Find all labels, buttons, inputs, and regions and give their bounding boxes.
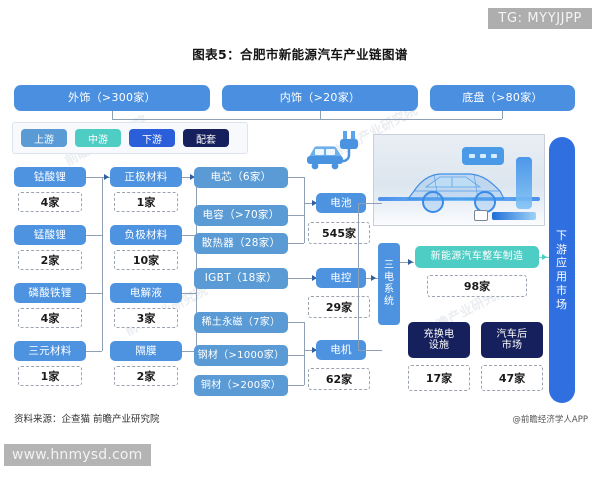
legend-item-support[interactable]: 配套	[183, 129, 229, 147]
connector	[358, 203, 359, 350]
ev-charging-photo	[373, 134, 545, 226]
arrow-icon	[312, 274, 317, 281]
connector	[288, 177, 304, 178]
node-lithium-iron-phosphate[interactable]: 磷酸铁锂	[14, 283, 86, 303]
node-lithium-manganate[interactable]: 锰酸锂	[14, 225, 86, 245]
node-ternary-material[interactable]: 三元材料	[14, 341, 86, 361]
count-anode-material: 10家	[114, 250, 178, 270]
connector	[502, 111, 503, 119]
count-electrolyte: 3家	[114, 308, 178, 328]
count-auto-aftermarket: 47家	[481, 365, 543, 391]
connector	[86, 351, 102, 352]
node-electrolyte[interactable]: 电解液	[110, 283, 182, 303]
downstream-application-market-bar[interactable]: 下游应用市场	[549, 137, 575, 403]
node-lithium-cobaltate[interactable]: 钴酸锂	[14, 167, 86, 187]
node-capacitor[interactable]: 电容（>70家）	[194, 205, 288, 226]
connector	[304, 203, 318, 204]
connector	[320, 111, 321, 119]
top-bar-chassis[interactable]: 底盘（>80家）	[430, 85, 575, 111]
electric-vehicle-icon	[303, 125, 365, 175]
connector	[400, 262, 414, 263]
node-motor[interactable]: 电机	[316, 340, 366, 360]
node-auto-aftermarket[interactable]: 汽车后市场	[481, 322, 543, 358]
legend-item-midstream[interactable]: 中游	[75, 129, 121, 147]
node-charging-facilities[interactable]: 充换电设施	[408, 322, 470, 358]
arrow-icon	[312, 199, 317, 206]
count-motor: 62家	[308, 368, 370, 390]
legend: 上游 中游 下游 配套	[12, 122, 248, 154]
node-separator[interactable]: 隔膜	[110, 341, 182, 361]
connector	[358, 203, 366, 204]
node-motor-controller[interactable]: 电控	[316, 268, 366, 288]
arrow-icon	[312, 346, 317, 353]
connector	[304, 177, 305, 243]
node-auto-aftermarket-label: 汽车后市场	[496, 328, 528, 352]
arrow-icon	[371, 274, 376, 281]
connector	[112, 111, 113, 119]
connector	[358, 350, 366, 351]
connector	[366, 350, 382, 351]
arrow-icon	[408, 258, 413, 265]
connector	[288, 355, 304, 356]
node-nev-vehicle-manufacturing[interactable]: 新能源汽车整车制造	[415, 246, 539, 268]
connector	[182, 235, 196, 236]
connector	[304, 322, 305, 385]
count-separator: 2家	[114, 366, 178, 386]
connector	[182, 351, 196, 352]
arrow-icon	[104, 173, 109, 180]
connector	[86, 293, 102, 294]
top-bar-exterior[interactable]: 外饰（>300家）	[14, 85, 210, 111]
count-charging-facilities: 17家	[408, 365, 470, 391]
connector	[304, 350, 318, 351]
arrow-icon	[190, 173, 195, 180]
node-copper[interactable]: 铜材（>200家）	[194, 375, 288, 396]
node-three-electric-system-label: 三电系统	[384, 260, 394, 307]
count-battery: 545家	[308, 222, 370, 244]
connector	[366, 203, 382, 204]
connector	[288, 322, 304, 323]
count-ternary-material: 1家	[18, 366, 82, 386]
node-charging-facilities-label: 充换电设施	[423, 328, 455, 352]
node-battery[interactable]: 电池	[316, 193, 366, 213]
count-lithium-manganate: 2家	[18, 250, 82, 270]
connector	[196, 177, 197, 351]
chart-title: 图表5：合肥市新能源汽车产业链图谱	[192, 47, 408, 62]
connector	[102, 177, 103, 351]
connector	[288, 243, 304, 244]
downstream-application-market-label: 下游应用市场	[556, 228, 568, 311]
count-lithium-iron-phosphate: 4家	[18, 308, 82, 328]
source-note: 资料来源：企查猫 前瞻产业研究院	[14, 414, 160, 425]
connector	[86, 235, 102, 236]
node-three-electric-system[interactable]: 三电系统	[378, 243, 400, 325]
count-nev-vehicle-manufacturing: 98家	[427, 275, 527, 297]
connector	[86, 177, 102, 178]
count-lithium-cobaltate: 4家	[18, 192, 82, 212]
node-radiator[interactable]: 散热器（28家）	[194, 233, 288, 254]
credit-note: @前瞻经济学人APP	[512, 415, 588, 425]
node-battery-cell[interactable]: 电芯（6家）	[194, 167, 288, 188]
photo-screen	[462, 147, 504, 165]
count-motor-controller: 29家	[308, 296, 370, 318]
site-watermark: www.hnmysd.com	[4, 444, 151, 466]
connector	[288, 385, 304, 386]
node-steel[interactable]: 钢材（>1000家）	[194, 345, 288, 366]
connector	[182, 293, 196, 294]
node-cathode-material[interactable]: 正极材料	[110, 167, 182, 187]
legend-item-downstream[interactable]: 下游	[129, 129, 175, 147]
connector	[112, 119, 502, 120]
top-bar-interior[interactable]: 内饰（>20家）	[222, 85, 418, 111]
node-anode-material[interactable]: 负极材料	[110, 225, 182, 245]
connector	[288, 215, 304, 216]
connector	[288, 278, 318, 279]
node-rare-earth-magnet[interactable]: 稀土永磁（7家）	[194, 312, 288, 333]
count-cathode-material: 1家	[114, 192, 178, 212]
tg-tag-watermark: TG: MYYJJPP	[488, 8, 592, 29]
legend-item-upstream[interactable]: 上游	[21, 129, 67, 147]
arrow-icon	[542, 253, 547, 260]
node-igbt[interactable]: IGBT（18家）	[194, 268, 288, 289]
